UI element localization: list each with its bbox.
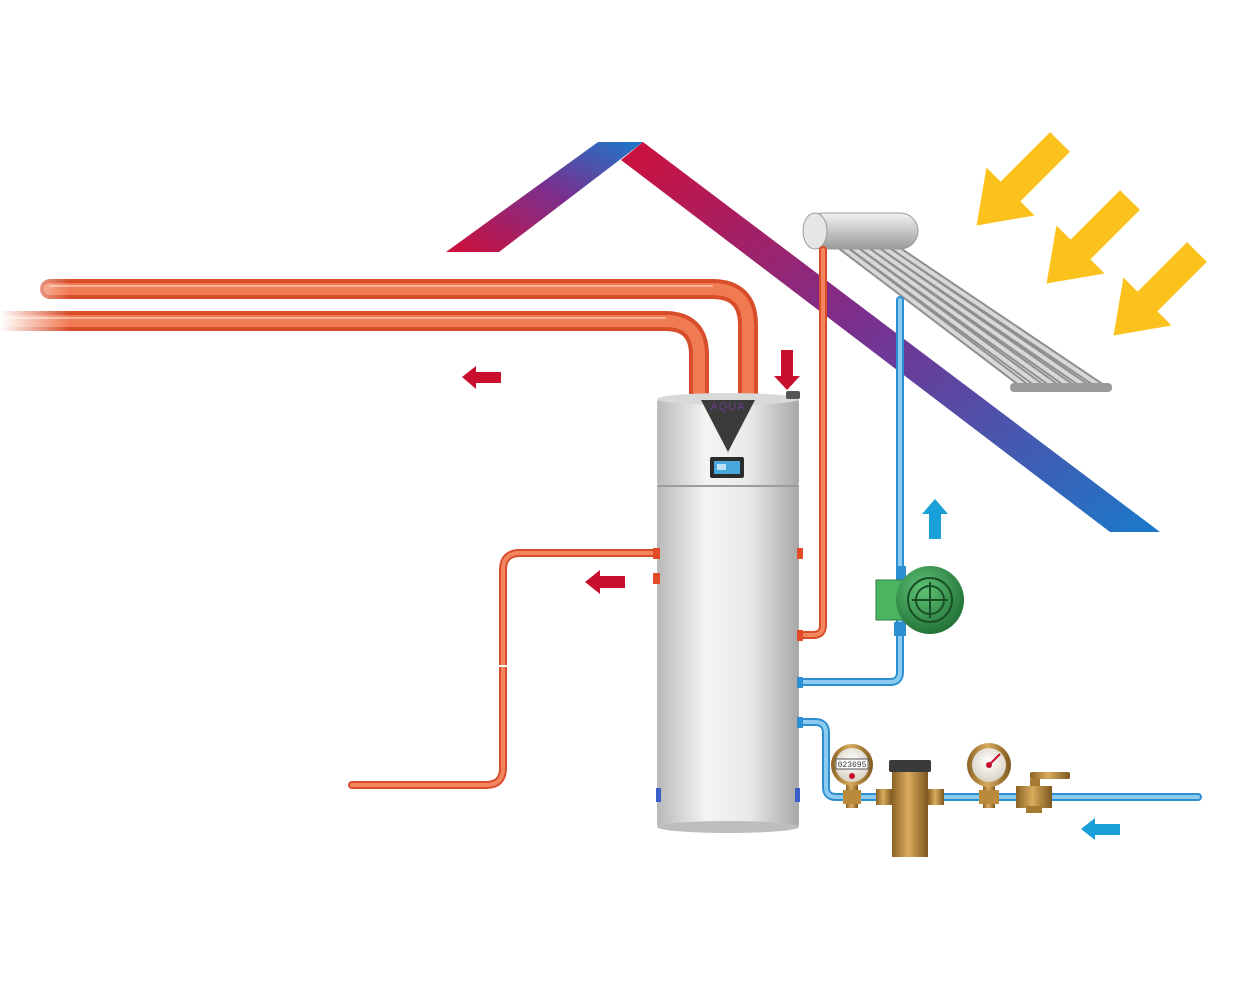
heat-pump-water-heater: AQUA	[653, 391, 803, 833]
heater-brand-label: AQUA	[710, 401, 745, 413]
water-filter	[876, 760, 944, 857]
arrow-up-icon	[922, 499, 948, 539]
collector-bottom-rail	[1010, 383, 1112, 392]
sun-ray-arrow-icon	[1113, 242, 1207, 336]
air-ducts	[0, 270, 758, 405]
sun-rays	[976, 132, 1207, 336]
roof	[446, 142, 1160, 532]
cold-water-supply-pipe	[799, 718, 1202, 801]
arrow-left-icon	[462, 366, 501, 389]
arrow-left-icon	[585, 570, 625, 594]
solar-hot-pipe	[799, 246, 827, 639]
sun-ray-arrow-icon	[1046, 190, 1140, 284]
solar-loop	[799, 246, 904, 686]
duct-upper	[40, 279, 758, 405]
solar-collector	[802, 212, 1112, 392]
pressure-gauge	[967, 743, 1011, 808]
arrow-down-icon	[774, 350, 800, 390]
circulation-pump	[875, 566, 964, 636]
collector-tubes	[826, 234, 1104, 390]
sun-ray-arrow-icon	[976, 132, 1070, 226]
water-meter: 023695	[831, 744, 873, 808]
water-meter-digits: 023695	[838, 761, 867, 770]
duct-lower	[0, 311, 709, 405]
flow-arrows	[462, 350, 1120, 840]
shutoff-valve	[1016, 772, 1070, 813]
hot-water-outlet-pipe	[348, 549, 664, 789]
arrow-left-icon	[1081, 818, 1120, 840]
heater-front-panel	[701, 400, 755, 452]
